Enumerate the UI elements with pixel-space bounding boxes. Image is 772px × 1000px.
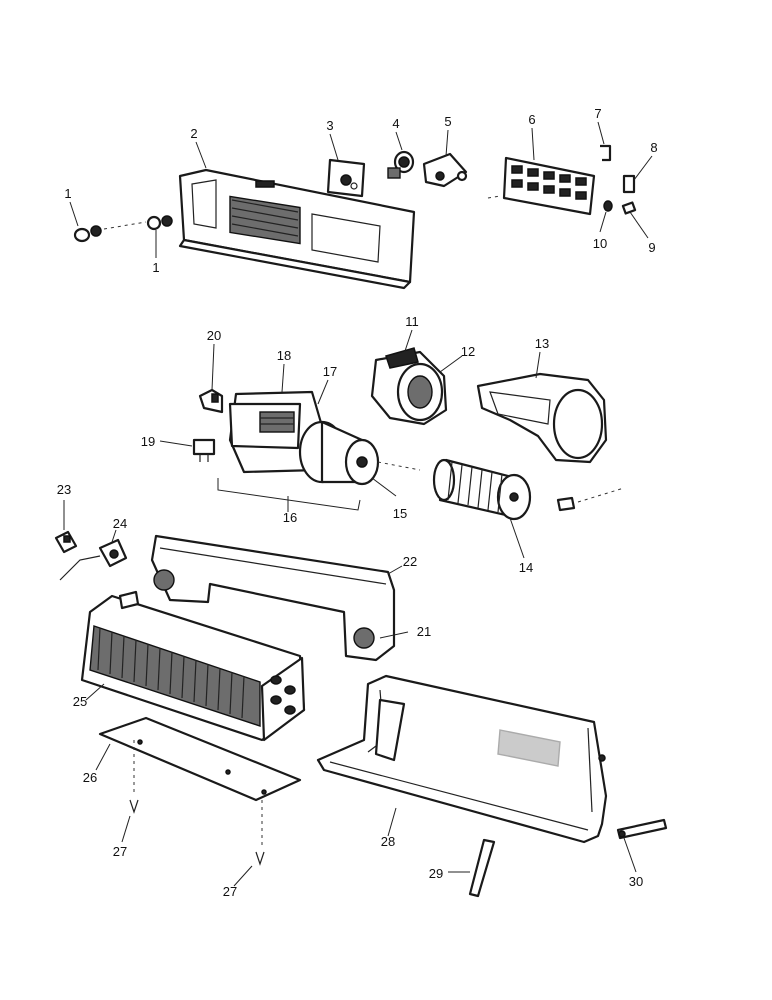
part-8-bracket — [622, 174, 636, 194]
part-5-thermostat — [422, 152, 468, 188]
callout-10: 10 — [593, 236, 607, 251]
part-25-heater-core — [80, 590, 306, 742]
callout-7: 7 — [594, 106, 601, 121]
callout-28: 28 — [381, 834, 395, 849]
callout-5: 5 — [444, 114, 451, 129]
callout-29: 29 — [429, 866, 443, 881]
part-3-switch-plate — [326, 158, 366, 198]
part-6-louver-grille — [502, 156, 596, 216]
callout-12: 12 — [461, 344, 475, 359]
part-29-drain-hose — [468, 838, 496, 898]
part-9-spring — [621, 201, 637, 215]
part-12-blower-scroll — [370, 347, 448, 426]
part-22-upper-case — [150, 534, 396, 662]
callout-24: 24 — [113, 516, 127, 531]
part-27-screw-b — [255, 851, 265, 866]
callout-30: 30 — [629, 874, 643, 889]
callout-4: 4 — [392, 116, 399, 131]
part-14-set-screw — [556, 496, 576, 512]
callout-14: 14 — [519, 560, 533, 575]
part-7-clip — [600, 144, 612, 162]
part-4-switch — [387, 150, 415, 179]
callout-1-upper: 1 — [64, 186, 71, 201]
part-14-blower-wheel — [432, 458, 532, 521]
callout-21: 21 — [417, 624, 431, 639]
callout-22: 22 — [403, 554, 417, 569]
part-1-knob-right — [146, 215, 173, 231]
part-10-screw — [603, 200, 613, 212]
part-26-bottom-plate — [98, 716, 302, 802]
part-20-bracket — [198, 388, 224, 414]
callout-8: 8 — [650, 140, 657, 155]
part-2-front-panel — [178, 168, 416, 290]
callout-26: 26 — [83, 770, 97, 785]
callout-labels: 1 1 2 3 4 5 6 7 8 9 10 11 12 13 14 15 16… — [57, 106, 658, 899]
leader-lines — [63, 121, 653, 887]
part-28-lower-case — [316, 674, 608, 844]
callout-16: 16 — [283, 510, 297, 525]
part-19-resistor — [192, 438, 216, 462]
callout-1-lower: 1 — [152, 260, 159, 275]
part-23-valve — [54, 530, 78, 554]
callout-25: 25 — [73, 694, 87, 709]
callout-27-right: 27 — [223, 884, 237, 899]
callout-20: 20 — [207, 328, 221, 343]
part-30-mounting-strap — [616, 818, 668, 840]
part-1-knob-left — [73, 225, 102, 243]
callout-9: 9 — [648, 240, 655, 255]
part-27-screw-a — [129, 799, 139, 814]
part-15-motor — [298, 420, 421, 486]
callout-15: 15 — [393, 506, 407, 521]
callout-18: 18 — [277, 348, 291, 363]
callout-17: 17 — [323, 364, 337, 379]
callout-3: 3 — [326, 118, 333, 133]
callout-2: 2 — [190, 126, 197, 141]
callout-13: 13 — [535, 336, 549, 351]
part-13-blower-housing — [476, 372, 608, 464]
callout-23: 23 — [57, 482, 71, 497]
callout-6: 6 — [528, 112, 535, 127]
callout-27-left: 27 — [113, 844, 127, 859]
callout-19: 19 — [141, 434, 155, 449]
callout-11: 11 — [405, 314, 419, 329]
part-24-thermostat-bulb — [59, 538, 128, 581]
